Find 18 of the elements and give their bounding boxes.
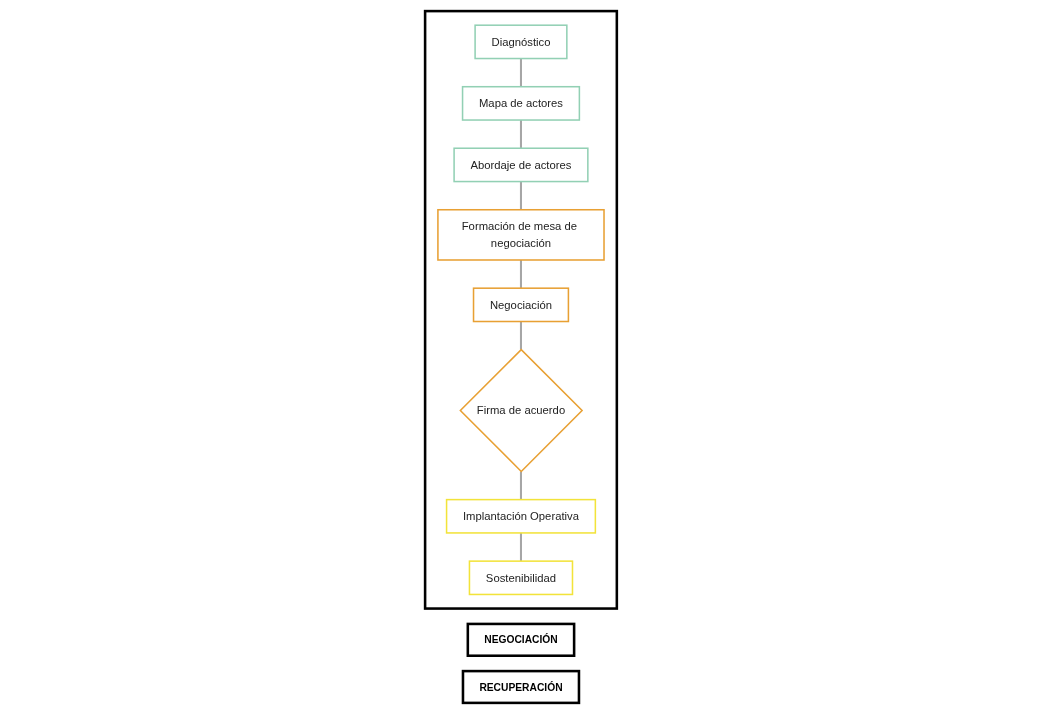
node-box: RECUPERACIÓN — [461, 669, 581, 704]
node-box: Abordaje de actores — [453, 146, 589, 182]
connector — [519, 532, 523, 561]
connector — [519, 119, 523, 148]
connector — [519, 259, 523, 288]
connector — [519, 181, 523, 210]
node-box: Mapa de actores — [461, 85, 581, 121]
node-box: Negociación — [472, 286, 570, 322]
connector — [519, 58, 523, 87]
node-box: NEGOCIACIÓN — [466, 622, 576, 657]
node-box: Sostenibilidad — [468, 559, 574, 595]
node-diamond: Firma de acuerdo — [459, 348, 584, 472]
cluster — [423, 9, 619, 610]
node-box: Formación de mesa de negociación — [437, 208, 605, 261]
connector — [519, 321, 523, 350]
connector — [519, 470, 523, 500]
node-box: Diagnóstico — [474, 23, 568, 59]
node-box: Implantación Operativa — [445, 498, 597, 534]
